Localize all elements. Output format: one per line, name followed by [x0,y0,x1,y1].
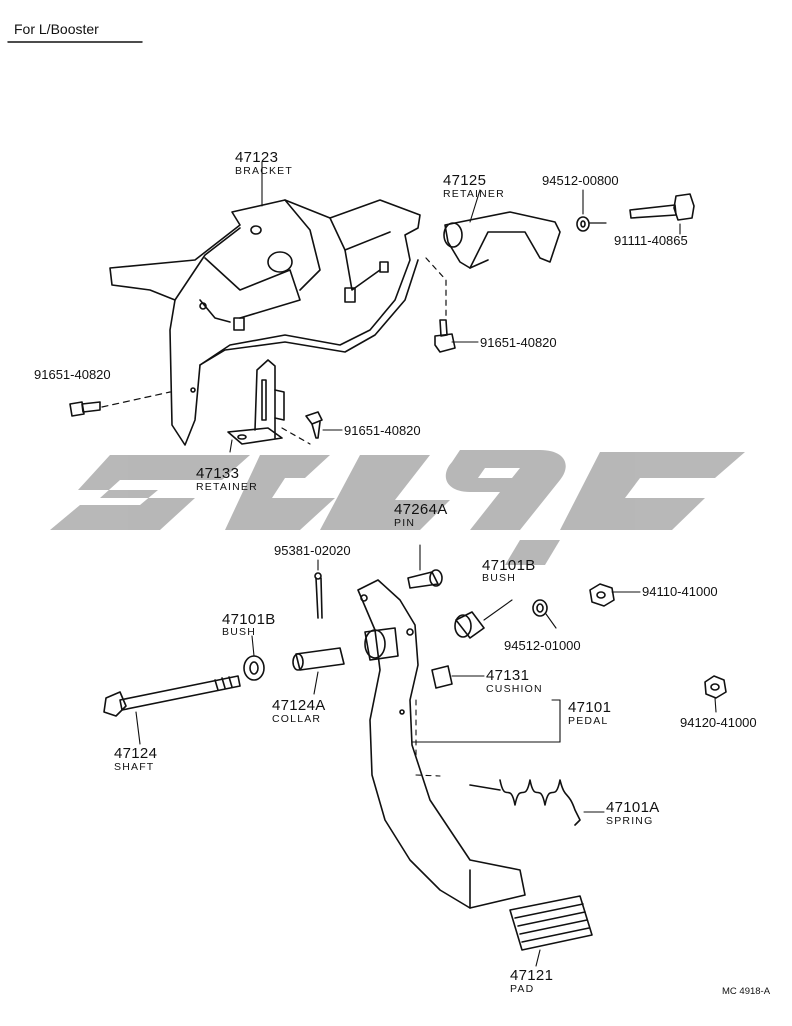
part-number-bush-right: 47101B [482,557,536,574]
part-name-collar: COLLAR [272,713,322,725]
part-name-pin: PIN [394,517,416,529]
watermark-logo [50,450,745,565]
part-name-bush-left: BUSH [222,626,256,638]
part-number-pedal: 47101 [568,699,612,716]
part-number-pad: 47121 [510,967,554,984]
part-number-bolt-left: 91651-40820 [34,367,111,382]
part-number-pin: 47264A [394,501,448,518]
part-name-retainer-bottom: RETAINER [196,481,258,493]
part-number-bolt-mid: 91651-40820 [344,423,421,438]
diagram-title: For L/Booster [14,21,99,37]
part-name-pad: PAD [510,983,535,995]
part-number-bolt-top: 91111-40865 [614,233,688,248]
part-number-washer-top: 94512-00800 [542,173,619,188]
part-number-cushion: 47131 [486,667,530,684]
part-number-retainer-bottom: 47133 [196,465,240,482]
retainer-bottom-drawing [227,359,285,445]
spring-drawing [469,779,581,826]
retainer-top-drawing [443,211,561,269]
part-number-shaft: 47124 [114,745,158,762]
part-number-spring: 47101A [606,799,660,816]
part-number-washer-right: 94512-01000 [504,638,581,653]
part-number-retainer-top: 47125 [443,172,487,189]
part-number-bracket: 47123 [235,149,279,166]
part-number-bolt-right: 91651-40820 [480,335,557,350]
bracket-drawing [109,199,421,446]
part-number-collar: 47124A [272,697,326,714]
pedal-drawing [357,579,526,909]
part-name-shaft: SHAFT [114,761,155,773]
part-name-bracket: BRACKET [235,165,293,177]
pad-drawing [509,895,593,951]
part-name-retainer-top: RETAINER [443,188,505,200]
diagram-code: MC 4918-A [722,986,771,997]
part-number-nut-far: 94120-41000 [680,715,757,730]
part-number-nut-right: 94110-41000 [642,584,718,599]
part-name-spring: SPRING [606,815,654,827]
part-name-pedal: PEDAL [568,715,609,727]
part-number-bush-left: 47101B [222,611,276,628]
part-number-cotter-pin: 95381-02020 [274,543,351,558]
part-name-cushion: CUSHION [486,683,543,695]
part-name-bush-right: BUSH [482,572,516,584]
